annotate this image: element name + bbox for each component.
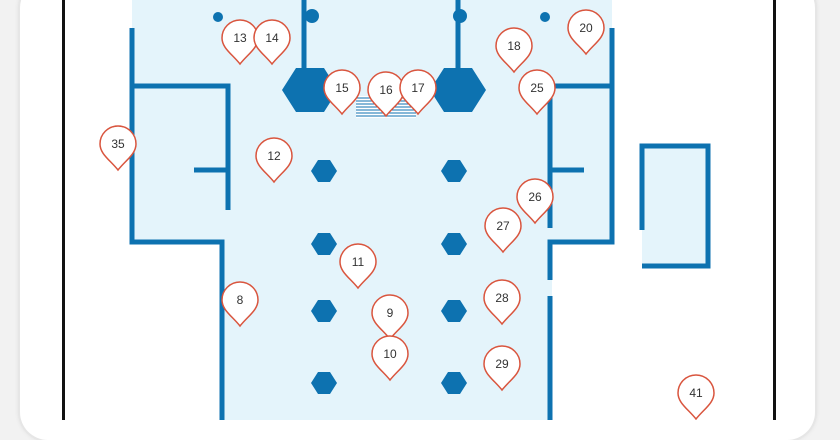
pin-marker-icon: [399, 69, 437, 116]
dot: [213, 12, 223, 22]
pin-label: 27: [496, 219, 510, 233]
column: [311, 300, 337, 322]
pin-marker-icon: [495, 27, 533, 74]
pin-label: 14: [265, 31, 279, 45]
pin-label: 25: [530, 81, 544, 95]
pin-label: 13: [233, 31, 247, 45]
floor-areas: [132, 0, 708, 420]
pin-marker-icon: [221, 281, 259, 328]
side-room-floor: [642, 144, 708, 264]
pin-label: 20: [579, 21, 593, 35]
pin-label: 15: [335, 81, 349, 95]
map-pin-11[interactable]: 11: [339, 243, 377, 290]
pin-label: 16: [379, 83, 393, 97]
map-pin-41[interactable]: 41: [677, 374, 715, 420]
map-pin-25[interactable]: 25: [518, 69, 556, 116]
apse-dots: [213, 9, 550, 23]
screen-bezel-right: [773, 0, 776, 420]
pin-marker-icon: [371, 294, 409, 341]
floor-plan-map[interactable]: 13 14 15 16 17 18 20 25 35 12 26 27 11 8 28 9 10 29 41: [0, 0, 840, 420]
right-transept-floor: [548, 85, 612, 240]
left-upper-floor: [132, 0, 227, 90]
column: [311, 233, 337, 255]
column: [441, 233, 467, 255]
pin-marker-icon: [339, 243, 377, 290]
large-pillars: [282, 68, 486, 112]
pin-marker-icon: [323, 69, 361, 116]
map-pin-17[interactable]: 17: [399, 69, 437, 116]
pin-label: 28: [495, 291, 509, 305]
column: [441, 160, 467, 182]
map-pin-14[interactable]: 14: [253, 19, 291, 66]
pin-marker-icon: [567, 9, 605, 56]
large-pillar-right: [430, 68, 486, 112]
map-pin-28[interactable]: 28: [483, 279, 521, 326]
pin-marker-icon: [516, 178, 554, 225]
right-outer-wall: [547, 28, 615, 280]
dot: [540, 12, 550, 22]
column: [311, 160, 337, 182]
pin-marker-icon: [483, 279, 521, 326]
map-pin-27[interactable]: 27: [484, 207, 522, 254]
map-pin-8[interactable]: 8: [221, 281, 259, 328]
map-pin-29[interactable]: 29: [483, 345, 521, 392]
side-room-wall: [639, 143, 711, 269]
pin-marker-icon: [253, 19, 291, 66]
dot: [453, 9, 467, 23]
pin-label: 12: [267, 149, 281, 163]
large-pillar-left: [282, 68, 338, 112]
map-pin-10[interactable]: 10: [371, 335, 409, 382]
pin-label: 18: [507, 39, 521, 53]
pin-label: 10: [383, 347, 397, 361]
map-pin-9[interactable]: 9: [371, 294, 409, 341]
pin-marker-icon: [221, 19, 259, 66]
pin-marker-icon: [484, 207, 522, 254]
map-pin-35[interactable]: 35: [99, 125, 137, 172]
pin-label: 29: [495, 357, 509, 371]
column: [311, 372, 337, 394]
pin-marker-icon: [255, 137, 293, 184]
pin-marker-icon: [518, 69, 556, 116]
screen-bezel-left: [62, 0, 65, 420]
map-pin-12[interactable]: 12: [255, 137, 293, 184]
left-transept-floor: [132, 85, 227, 240]
map-pin-18[interactable]: 18: [495, 27, 533, 74]
map-pin-13[interactable]: 13: [221, 19, 259, 66]
map-pin-20[interactable]: 20: [567, 9, 605, 56]
pin-label: 41: [689, 386, 703, 400]
column: [441, 372, 467, 394]
pin-label: 9: [387, 306, 394, 320]
pin-label: 35: [111, 137, 125, 151]
pin-label: 8: [237, 293, 244, 307]
pin-marker-icon: [371, 335, 409, 382]
pin-marker-icon: [483, 345, 521, 392]
pin-label: 17: [411, 81, 425, 95]
dot: [305, 9, 319, 23]
pin-label: 26: [528, 190, 542, 204]
map-pins: 13 14 15 16 17 18 20 25 35 12 26 27 11 8 28 9 10 29 41: [99, 9, 715, 420]
pin-marker-icon: [677, 374, 715, 420]
map-pin-16[interactable]: 16: [367, 71, 405, 118]
columns: [311, 160, 467, 394]
pin-marker-icon: [99, 125, 137, 172]
map-pin-15[interactable]: 15: [323, 69, 361, 116]
column: [441, 300, 467, 322]
pin-label: 11: [352, 255, 365, 269]
map-pin-26[interactable]: 26: [516, 178, 554, 225]
pin-marker-icon: [367, 71, 405, 118]
